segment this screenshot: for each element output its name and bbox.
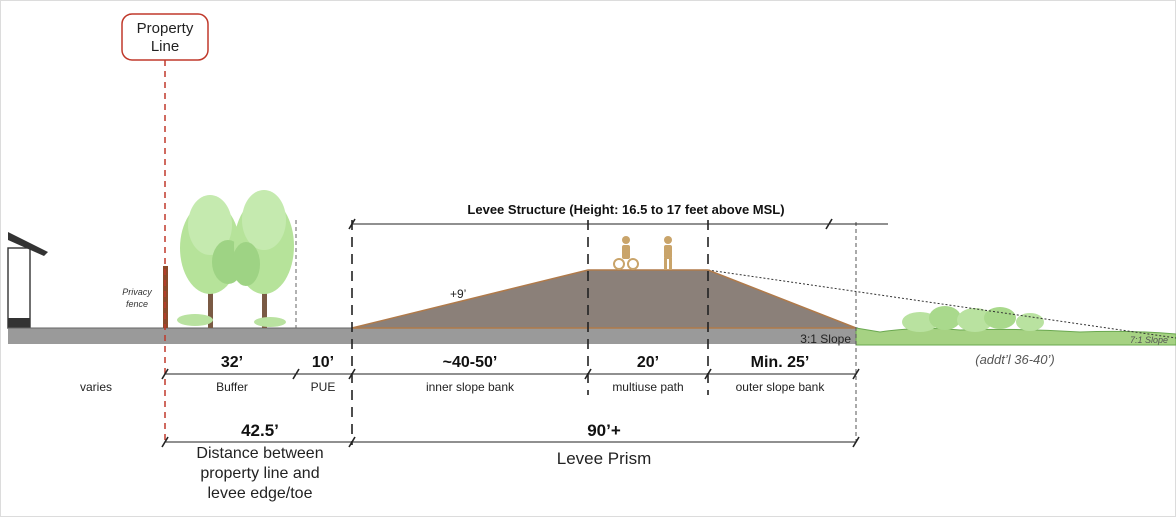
segment-label-buffer: Buffer (216, 380, 248, 394)
tree-icon (177, 195, 244, 328)
setback-dimension: 42.5’ (241, 421, 279, 440)
levee-body (351, 269, 857, 329)
setback-label-2: property line and (200, 465, 319, 482)
prism-label: Levee Prism (557, 449, 651, 468)
outer-vegetation (902, 306, 1044, 332)
segment-label-inner-slope: inner slope bank (426, 380, 515, 394)
segment-label-outer-slope: outer slope bank (736, 380, 826, 394)
segment-dimension-pue: 10’ (312, 354, 334, 371)
elevation-note: +9’ (450, 287, 466, 301)
segment-label-path: multiuse path (612, 380, 683, 394)
property-line-label-2: Line (151, 38, 179, 55)
outer-slope-dotted-line (707, 269, 1176, 339)
levee-structure-label: Levee Structure (Height: 16.5 to 17 feet… (467, 202, 784, 217)
segment-dimension-buffer: 32’ (221, 354, 243, 371)
segment-dimension-inner-slope: ~40-50’ (443, 354, 498, 371)
segment-dimension-path: 20’ (637, 354, 659, 371)
privacy-fence-label-1: Privacy (122, 287, 152, 297)
segment-dimension-outer-slope: Min. 25’ (751, 354, 810, 371)
privacy-fence-label-2: fence (126, 299, 148, 309)
segment-label-varies: varies (80, 380, 112, 394)
property-line-callout (121, 13, 209, 61)
tree-icon (232, 190, 294, 328)
prism-dimension: 90’+ (587, 421, 621, 440)
property-line-label-1: Property (137, 20, 194, 37)
setback-label-3: levee edge/toe (208, 485, 313, 502)
house-icon (7, 232, 48, 329)
ground-strip (8, 328, 858, 344)
segment-label-pue: PUE (311, 380, 336, 394)
pedestrian-icon (664, 236, 672, 270)
cyclist-icon (613, 236, 639, 270)
outer-slope-extra-label: (addt’l 36-40’) (975, 352, 1055, 367)
outer-slope-label: 7:1 Slope (1130, 335, 1168, 345)
inner-slope-label: 3:1 Slope (800, 332, 851, 346)
setback-label-1: Distance between (196, 445, 323, 462)
